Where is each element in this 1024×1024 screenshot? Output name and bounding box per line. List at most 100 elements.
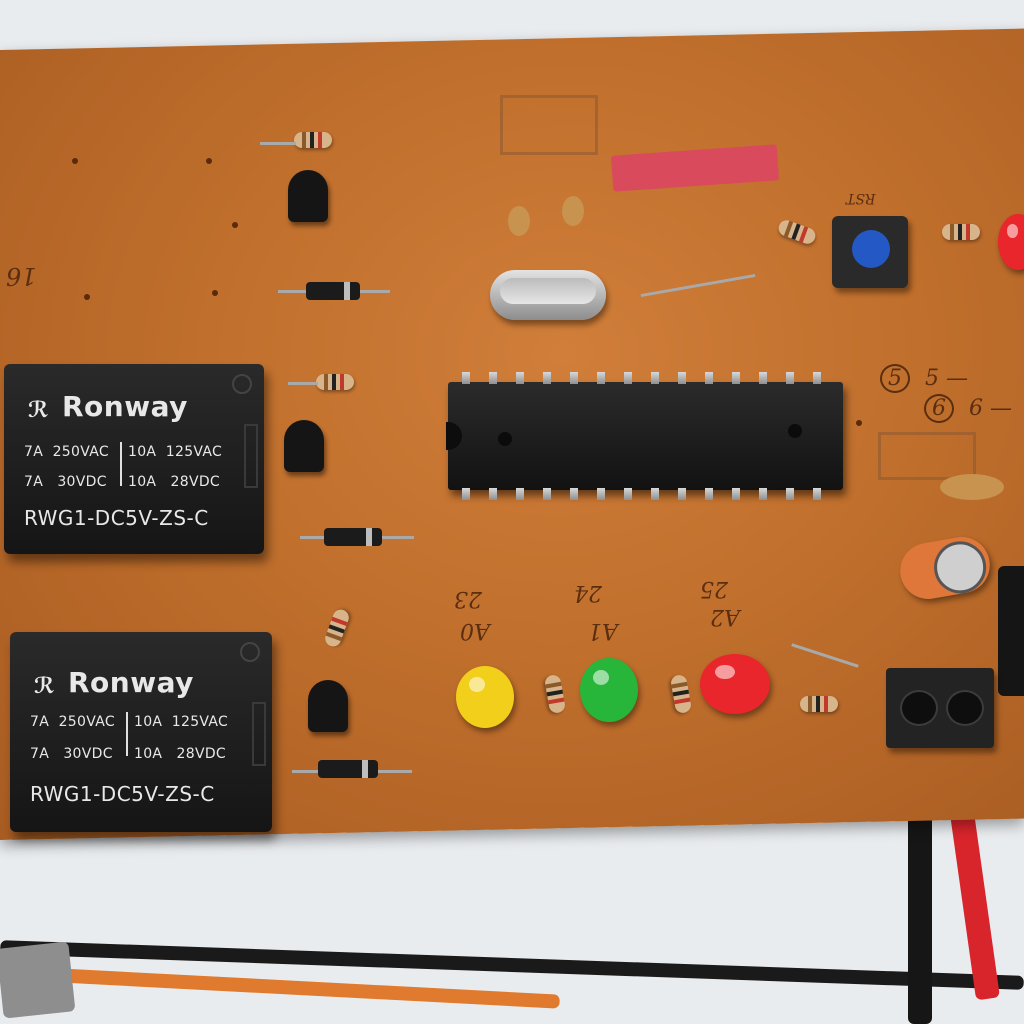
voltage-regulator	[998, 566, 1024, 696]
transistor	[308, 680, 348, 732]
ic-pin	[732, 488, 740, 500]
ic-pin	[570, 372, 578, 384]
relay: ℛ Ronway 7A 250VAC 10A 125VAC 7A 30VDC 1…	[4, 364, 264, 554]
relay-pin1-marker	[240, 642, 260, 662]
relay-model: RWG1-DC5V-ZS-C	[30, 782, 215, 806]
via-hole	[856, 420, 862, 426]
pin-note: 5 5 —	[880, 364, 968, 393]
resistor-lead	[288, 382, 318, 385]
ceramic-capacitor	[940, 474, 1004, 500]
crystal-oscillator	[490, 270, 606, 320]
led-label: A1	[588, 618, 618, 643]
resistor	[294, 132, 332, 148]
microcontroller-ic	[446, 382, 843, 490]
relay-spec: 10A 28VDC	[134, 746, 226, 762]
relay-model: RWG1-DC5V-ZS-C	[24, 506, 209, 530]
relay-spec: 7A 30VDC	[24, 474, 107, 490]
silkscreen-regulator-outline	[878, 432, 976, 480]
ic-notch	[446, 422, 462, 450]
led-number: 24	[574, 580, 602, 605]
led-number: 25	[700, 576, 728, 601]
ic-pin	[705, 372, 713, 384]
ic-pin	[489, 488, 497, 500]
resistor-lead	[260, 142, 296, 145]
reset-button-cap[interactable]	[852, 230, 890, 268]
relay-spec: 7A 30VDC	[30, 746, 113, 762]
ic-pin	[705, 488, 713, 500]
ic-pin	[543, 372, 551, 384]
screw-terminal-block	[886, 668, 994, 748]
ic-pin	[597, 488, 605, 500]
wire-orange	[0, 965, 560, 1009]
resistor	[800, 696, 838, 712]
led-green	[580, 658, 638, 722]
ic-pin	[786, 488, 794, 500]
ic-pin	[651, 372, 659, 384]
ceramic-capacitor	[562, 196, 584, 226]
relay-spec: 7A 250VAC	[30, 714, 115, 730]
ic-pin	[624, 372, 632, 384]
ic-pin	[489, 372, 497, 384]
reset-label: RST	[846, 190, 876, 206]
relay-side-tab	[252, 702, 266, 766]
via-hole	[232, 222, 238, 228]
relay-side-tab	[244, 424, 258, 488]
via-hole	[212, 290, 218, 296]
relay-pin1-marker	[232, 374, 252, 394]
led-label: A0	[460, 618, 490, 643]
via-hole	[84, 294, 90, 300]
terminal-screw-hole	[900, 690, 938, 726]
led-yellow	[456, 666, 514, 728]
led-label: A2	[710, 604, 740, 629]
via-hole	[72, 158, 78, 164]
ic-pin	[759, 488, 767, 500]
ic-pin	[651, 488, 659, 500]
relay: ℛ Ronway 7A 250VAC 10A 125VAC 7A 30VDC 1…	[10, 632, 272, 832]
ic-pin	[732, 372, 740, 384]
led-red	[700, 654, 770, 714]
relay-spec: 7A 250VAC	[24, 444, 109, 460]
power-led	[998, 214, 1024, 270]
diode	[318, 760, 378, 778]
terminal-screw-hole	[946, 690, 984, 726]
ic-pin	[543, 488, 551, 500]
ic-pin	[678, 372, 686, 384]
ic-pin	[813, 372, 821, 384]
ic-pin	[813, 488, 821, 500]
ic-pin	[786, 372, 794, 384]
wire-sleeve	[0, 941, 76, 1019]
ic-pin	[516, 372, 524, 384]
left-edge-number: 16	[6, 262, 37, 290]
ceramic-capacitor	[508, 206, 530, 236]
relay-spec: 10A 125VAC	[134, 714, 229, 730]
diode	[324, 528, 382, 546]
transistor	[284, 420, 324, 472]
resistor	[316, 374, 354, 390]
ic-pin	[678, 488, 686, 500]
relay-divider	[126, 712, 128, 756]
led-number: 23	[454, 586, 482, 611]
ic-pin	[570, 488, 578, 500]
ronway-logo-icon: ℛ	[28, 398, 49, 423]
reset-button[interactable]	[832, 216, 908, 288]
ic-pin	[759, 372, 767, 384]
relay-spec: 10A 125VAC	[128, 444, 223, 460]
resistor	[942, 224, 980, 240]
ic-pin	[597, 372, 605, 384]
silkscreen-crystal-outline	[500, 95, 598, 155]
via-hole	[206, 158, 212, 164]
relay-divider	[120, 442, 122, 486]
ronway-logo-icon: ℛ	[34, 674, 55, 699]
ic-pin	[624, 488, 632, 500]
diode	[306, 282, 360, 300]
ic-pin1-dot	[498, 432, 512, 446]
relay-brand: Ronway	[62, 390, 188, 423]
ic-pin	[462, 488, 470, 500]
ic-pin	[462, 372, 470, 384]
relay-spec: 10A 28VDC	[128, 474, 220, 490]
ic-pin	[516, 488, 524, 500]
relay-brand: Ronway	[68, 666, 194, 699]
ic-mark-dot	[788, 424, 802, 438]
pin-note: 6 6 —	[924, 394, 1012, 423]
